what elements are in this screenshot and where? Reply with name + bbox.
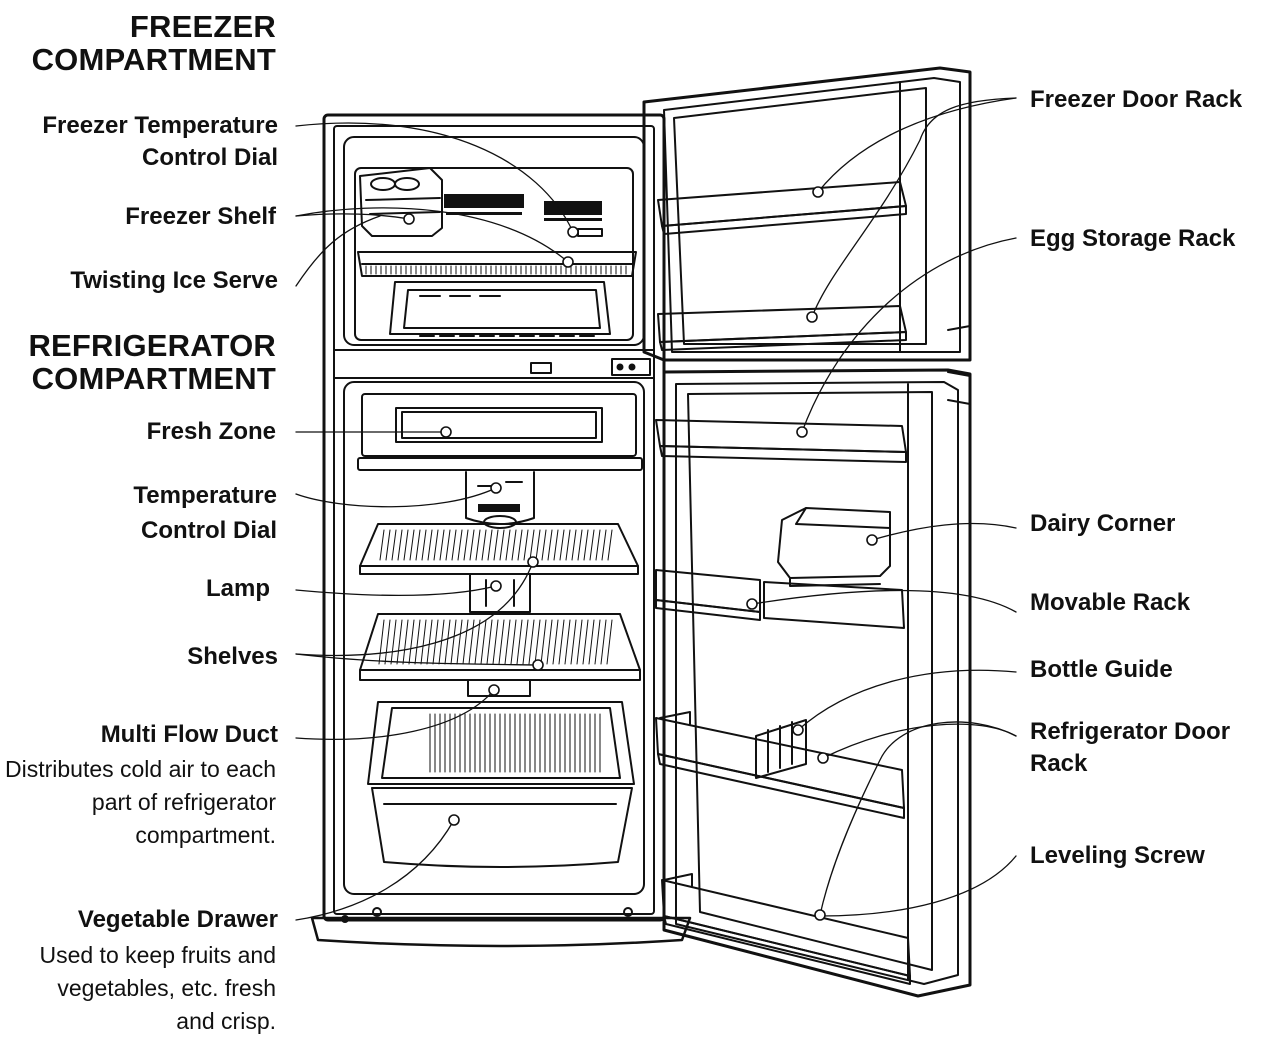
leader-freezer-door-rack-1	[817, 97, 1017, 193]
label-egg-storage-rack: Egg Storage Rack	[1030, 225, 1236, 252]
temperature-control-dial	[465, 471, 535, 529]
leader-fridge-door-rack-1	[822, 723, 1017, 759]
leader-shelves-1	[295, 561, 534, 657]
leader-freezer-temp-dial	[295, 122, 574, 233]
shelf-2	[359, 613, 641, 681]
dairy-corner	[777, 507, 891, 587]
leader-bottle-guide	[797, 669, 1017, 731]
movable-rack	[655, 569, 905, 629]
shelf-1	[359, 523, 639, 575]
label-freezer-door-rack: Freezer Door Rack	[1030, 86, 1243, 113]
twisting-ice-serve	[359, 167, 443, 237]
leader-egg-rack	[801, 237, 1017, 433]
label-bottle-guide: Bottle Guide	[1030, 656, 1173, 683]
label-movable-rack: Movable Rack	[1030, 589, 1191, 616]
freezer-shelf	[357, 251, 637, 277]
label-freezer-temperature-control-dial: Freezer Temperature Control Dial	[42, 112, 278, 171]
leader-movable-rack	[751, 589, 1017, 613]
bottom-door-rack	[661, 873, 911, 985]
leader-freezer-shelf	[295, 207, 569, 263]
label-leveling-screw: Leveling Screw	[1030, 842, 1205, 869]
label-temperature-control-dial: Temperature Control Dial	[133, 482, 277, 544]
leader-dairy-corner	[871, 522, 1017, 541]
label-lamp: Lamp	[205, 575, 270, 602]
freezer-lower-bin	[389, 281, 611, 337]
label-freezer-shelf: Freezer Shelf	[125, 203, 276, 230]
label-multi-flow-duct: Multi Flow Duct	[100, 721, 278, 748]
leader-shelves-2	[295, 653, 539, 666]
refrigerator-door-rack	[655, 711, 905, 819]
cabinet	[310, 113, 692, 948]
desc-vegetable-drawer: Used to keep fruits and vegetables, etc.…	[39, 942, 276, 1034]
label-dairy-corner: Dairy Corner	[1030, 510, 1176, 537]
leader-lines	[295, 97, 1017, 921]
freezer-door-rack-2	[657, 305, 907, 351]
label-vegetable-drawer: Vegetable Drawer	[77, 906, 278, 933]
callout-dots	[403, 186, 878, 921]
heading-freezer-compartment: FREEZER COMPARTMENT	[31, 9, 276, 77]
leader-multi-flow-duct	[295, 689, 495, 740]
desc-multi-flow-duct: Distributes cold air to each part of ref…	[4, 756, 276, 848]
freezer-door	[642, 66, 972, 362]
vegetable-drawer	[367, 701, 635, 868]
label-shelves: Shelves	[187, 643, 278, 670]
leader-leveling-screw	[819, 855, 1017, 917]
label-fresh-zone: Fresh Zone	[146, 418, 276, 445]
leader-freezer-door-rack-2	[811, 97, 1017, 318]
heading-refrigerator-compartment: REFRIGERATOR COMPARTMENT	[28, 328, 276, 396]
freezer-control-panel	[444, 194, 603, 237]
leader-vegetable-drawer	[295, 819, 455, 921]
leader-lamp	[295, 585, 497, 597]
refrigerator-door	[662, 368, 972, 998]
egg-storage-rack	[655, 419, 907, 463]
leader-freezer-shelf-2	[295, 213, 410, 220]
divider-switch	[530, 362, 552, 374]
bottle-guide	[755, 719, 807, 779]
leader-twisting-ice	[295, 215, 381, 287]
leader-temp-dial	[295, 487, 497, 508]
freezer-door-rack-1	[657, 181, 907, 235]
divider-control	[611, 358, 651, 376]
leader-fridge-door-rack-2	[819, 721, 1017, 916]
fresh-zone	[357, 393, 643, 471]
label-refrigerator-door-rack: Refrigerator Door Rack	[1030, 718, 1231, 777]
label-twisting-ice-serve: Twisting Ice Serve	[70, 267, 278, 294]
